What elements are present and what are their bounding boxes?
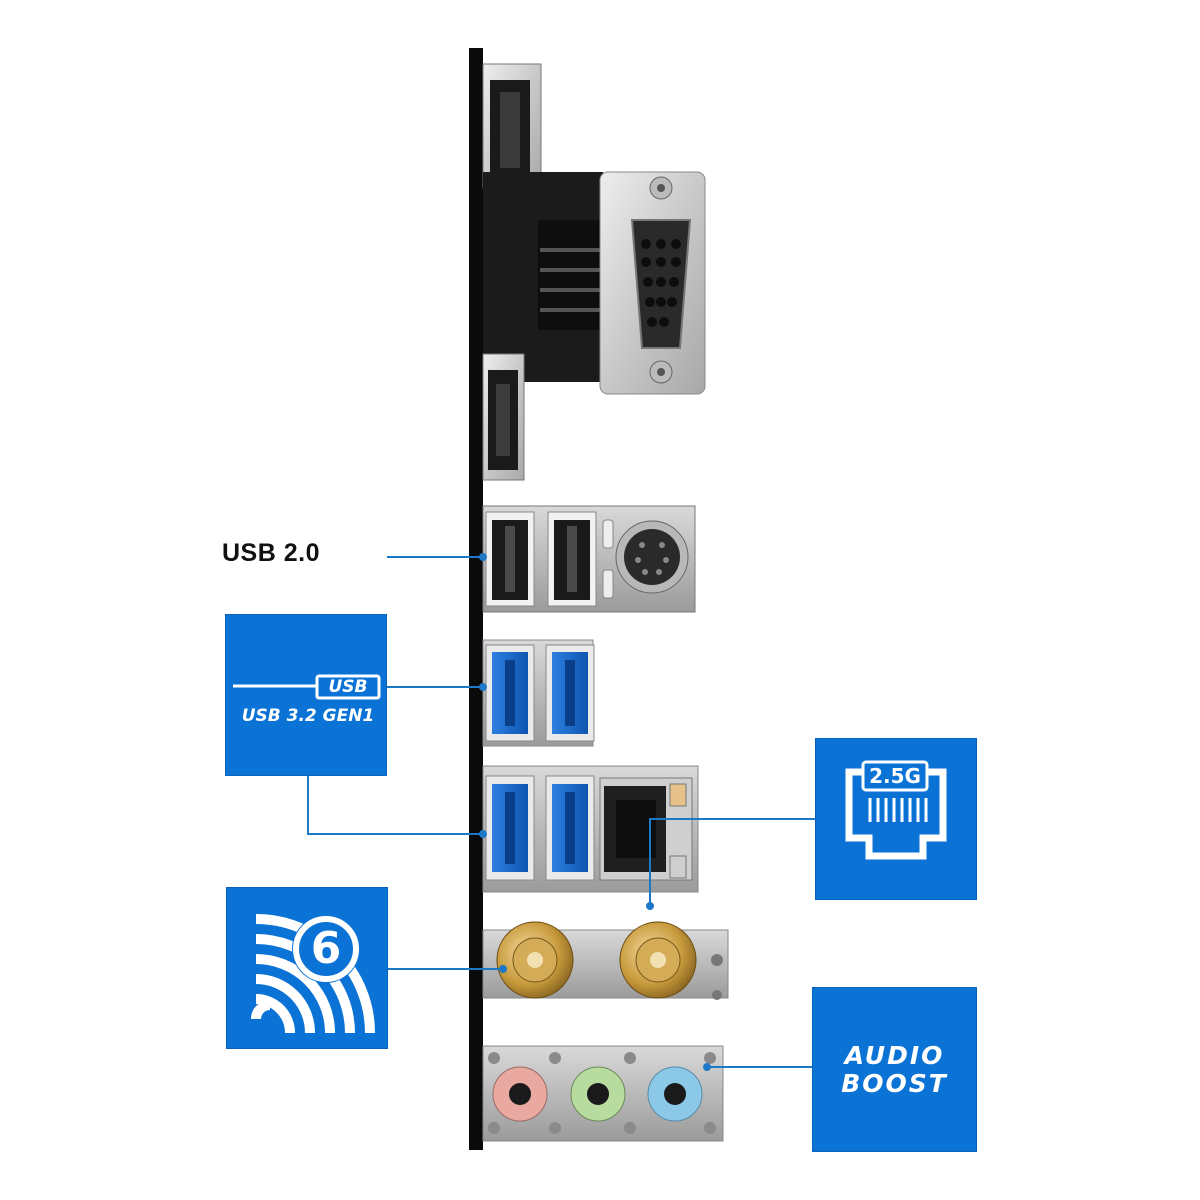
vga-port bbox=[483, 171, 706, 395]
wifi-antenna-block bbox=[482, 921, 729, 1000]
usb2-label: USB 2.0 bbox=[222, 539, 320, 567]
usb-logo-icon bbox=[233, 674, 381, 700]
io-shield-rail bbox=[469, 48, 483, 1150]
audio-jacks-block bbox=[482, 1045, 724, 1142]
audio-boost-line1: AUDIO bbox=[844, 1041, 945, 1070]
leader-lines bbox=[307, 553, 815, 1071]
lan-2-5g-badge: 2.5G bbox=[815, 738, 977, 900]
ethernet-port-icon bbox=[845, 760, 947, 860]
wifi6-badge: 6 bbox=[226, 887, 388, 1049]
audio-boost-badge: AUDIO BOOST bbox=[812, 987, 977, 1152]
audio-boost-line2: BOOST bbox=[841, 1069, 948, 1098]
usb3-lan-block bbox=[482, 765, 699, 893]
usb3-logo-text: USB bbox=[328, 677, 368, 697]
usb2-ps2-block bbox=[482, 505, 696, 613]
usb3-gen1-text: USB 3.2 GEN1 bbox=[241, 706, 375, 726]
displayport-port bbox=[482, 353, 525, 481]
usb3-badge: USB USB 3.2 GEN1 bbox=[225, 614, 387, 776]
hdmi-port bbox=[482, 63, 542, 189]
lan-speed-text: 2.5G bbox=[869, 764, 921, 788]
wifi6-number: 6 bbox=[310, 923, 342, 974]
wifi6-icon bbox=[251, 914, 375, 1034]
usb3-upper-pair bbox=[482, 639, 595, 747]
